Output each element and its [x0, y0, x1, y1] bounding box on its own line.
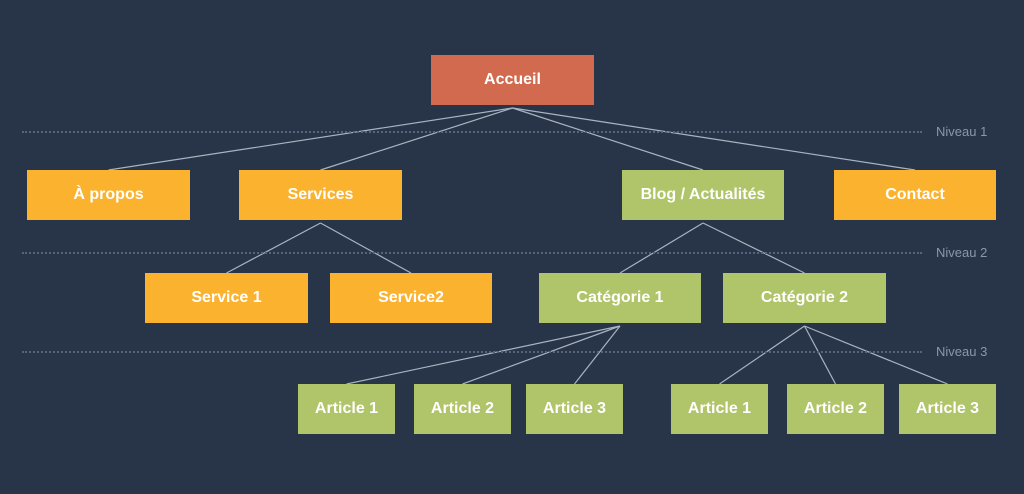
connector-line [512, 107, 916, 171]
node-contact[interactable]: Contact [834, 170, 996, 220]
node-categorie-2[interactable]: Catégorie 2 [723, 273, 886, 323]
node-article[interactable]: Article 3 [526, 384, 623, 434]
connector-line [574, 325, 621, 385]
level-divider [22, 252, 922, 254]
connector-line [462, 325, 621, 385]
connector-line [512, 107, 704, 171]
node-accueil[interactable]: Accueil [431, 55, 594, 105]
connector-line [226, 222, 321, 274]
connector-line [702, 222, 805, 274]
level-divider [22, 351, 922, 353]
node-article[interactable]: Article 2 [414, 384, 511, 434]
node-article[interactable]: Article 3 [899, 384, 996, 434]
node-blog[interactable]: Blog / Actualités [622, 170, 784, 220]
connector-line [320, 222, 412, 274]
level-label: Niveau 3 [936, 344, 988, 359]
node-article[interactable]: Article 2 [787, 384, 884, 434]
connector-line [320, 107, 513, 171]
connector-line [804, 325, 948, 385]
node-service-1[interactable]: Service 1 [145, 273, 308, 323]
level-label: Niveau 2 [936, 245, 988, 260]
level-label: Niveau 1 [936, 124, 988, 139]
level-divider [22, 131, 922, 133]
node-article[interactable]: Article 1 [671, 384, 768, 434]
node-service-2[interactable]: Service2 [330, 273, 492, 323]
connector-line [619, 222, 704, 274]
node-services[interactable]: Services [239, 170, 402, 220]
connector-line [346, 325, 621, 385]
node-categorie-1[interactable]: Catégorie 1 [539, 273, 701, 323]
connector-line [803, 325, 837, 385]
connector-line [719, 325, 805, 385]
connector-line [108, 107, 513, 171]
node-article[interactable]: Article 1 [298, 384, 395, 434]
node-a-propos[interactable]: À propos [27, 170, 190, 220]
